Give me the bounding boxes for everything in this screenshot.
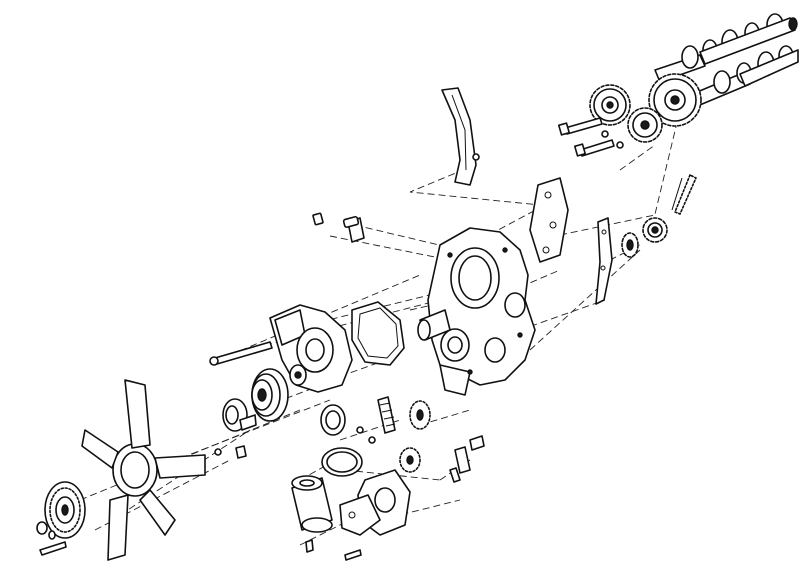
camshafts	[654, 13, 799, 108]
sealing-ring	[321, 447, 363, 477]
timing-chain	[671, 174, 697, 215]
camshaft-sprockets	[589, 73, 702, 258]
bolts	[344, 426, 376, 561]
fan-blade	[81, 379, 206, 561]
chain-tensioner-blade	[441, 87, 480, 186]
viscous-coupling	[36, 481, 86, 556]
timing-cover	[417, 227, 536, 396]
pressure-relief-valve	[377, 396, 485, 483]
oil-pump-gears	[399, 400, 431, 473]
front-cover-gasket	[529, 177, 613, 305]
bolts	[557, 117, 624, 157]
oil-pump-cover	[339, 469, 411, 536]
water-pump	[209, 304, 353, 393]
oil-filter	[291, 475, 333, 553]
fan-hub	[214, 398, 257, 459]
bolts	[312, 212, 365, 243]
oil-seal	[320, 404, 346, 436]
pulley	[251, 368, 289, 422]
water-pump-gasket	[351, 301, 405, 366]
